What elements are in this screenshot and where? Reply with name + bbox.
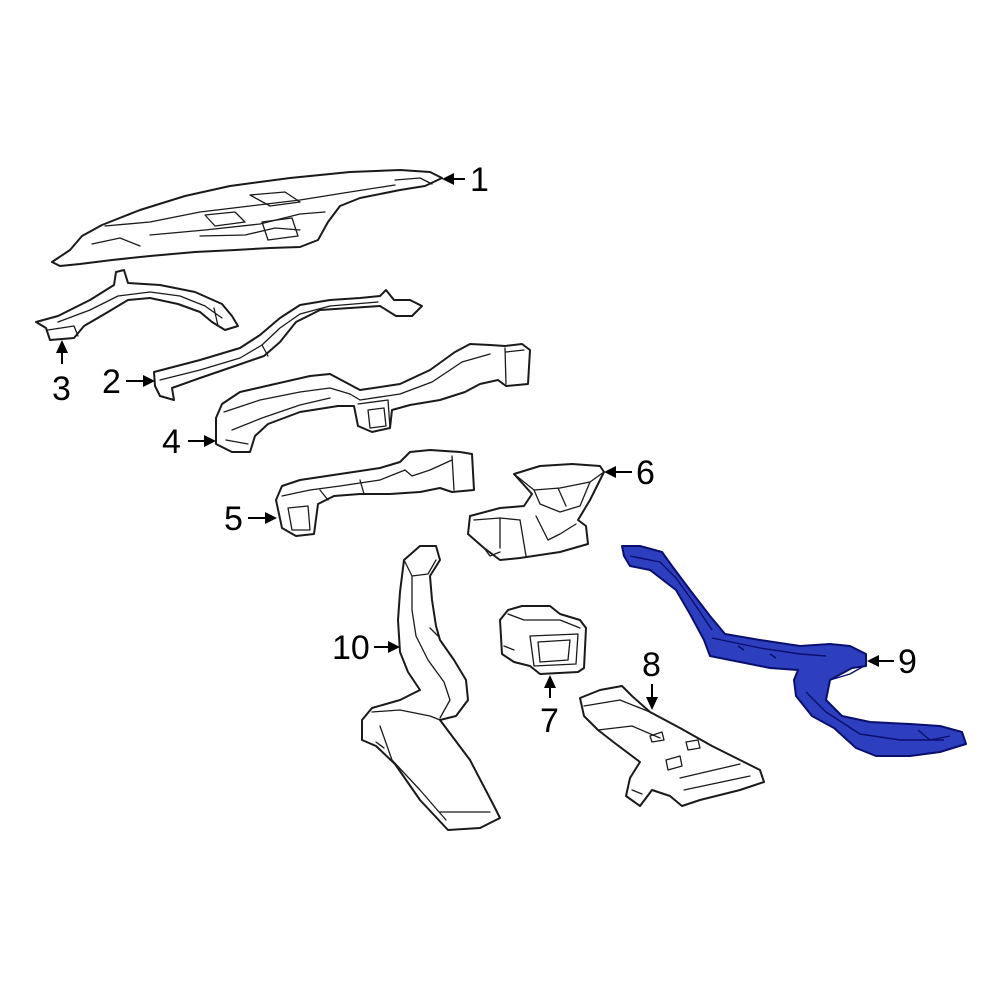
part-6-vent[interactable] <box>467 463 605 561</box>
callout-3: 3 <box>52 340 71 408</box>
part-2-duct[interactable] <box>153 289 423 401</box>
callout-2-label: 2 <box>102 363 121 401</box>
callout-2: 2 <box>102 363 155 401</box>
callout-8-label: 8 <box>642 646 661 684</box>
part-1-panel[interactable] <box>51 169 443 267</box>
callout-9: 9 <box>867 643 917 681</box>
callout-4: 4 <box>162 423 216 461</box>
callout-10-label: 10 <box>332 629 370 667</box>
part-8-duct[interactable] <box>579 685 765 807</box>
part-10-duct[interactable] <box>361 545 501 831</box>
callout-9-label: 9 <box>898 643 917 681</box>
callout-4-label: 4 <box>162 423 181 461</box>
callout-10: 10 <box>332 629 400 667</box>
callout-5: 5 <box>224 500 277 538</box>
part-3-duct[interactable] <box>35 269 239 341</box>
callout-7-label: 7 <box>540 702 559 740</box>
callout-1-label: 1 <box>470 161 489 199</box>
part-5-duct[interactable] <box>275 449 475 537</box>
callout-3-label: 3 <box>52 370 71 408</box>
callout-6-label: 6 <box>636 454 655 492</box>
part-4-duct[interactable] <box>215 343 531 453</box>
callout-5-label: 5 <box>224 500 243 538</box>
part-7-vent[interactable] <box>499 605 587 675</box>
callout-7: 7 <box>540 675 559 740</box>
callout-6: 6 <box>604 454 655 492</box>
callout-1: 1 <box>442 161 489 199</box>
part-9-duct-highlighted[interactable] <box>621 545 967 757</box>
callout-8: 8 <box>642 646 661 710</box>
